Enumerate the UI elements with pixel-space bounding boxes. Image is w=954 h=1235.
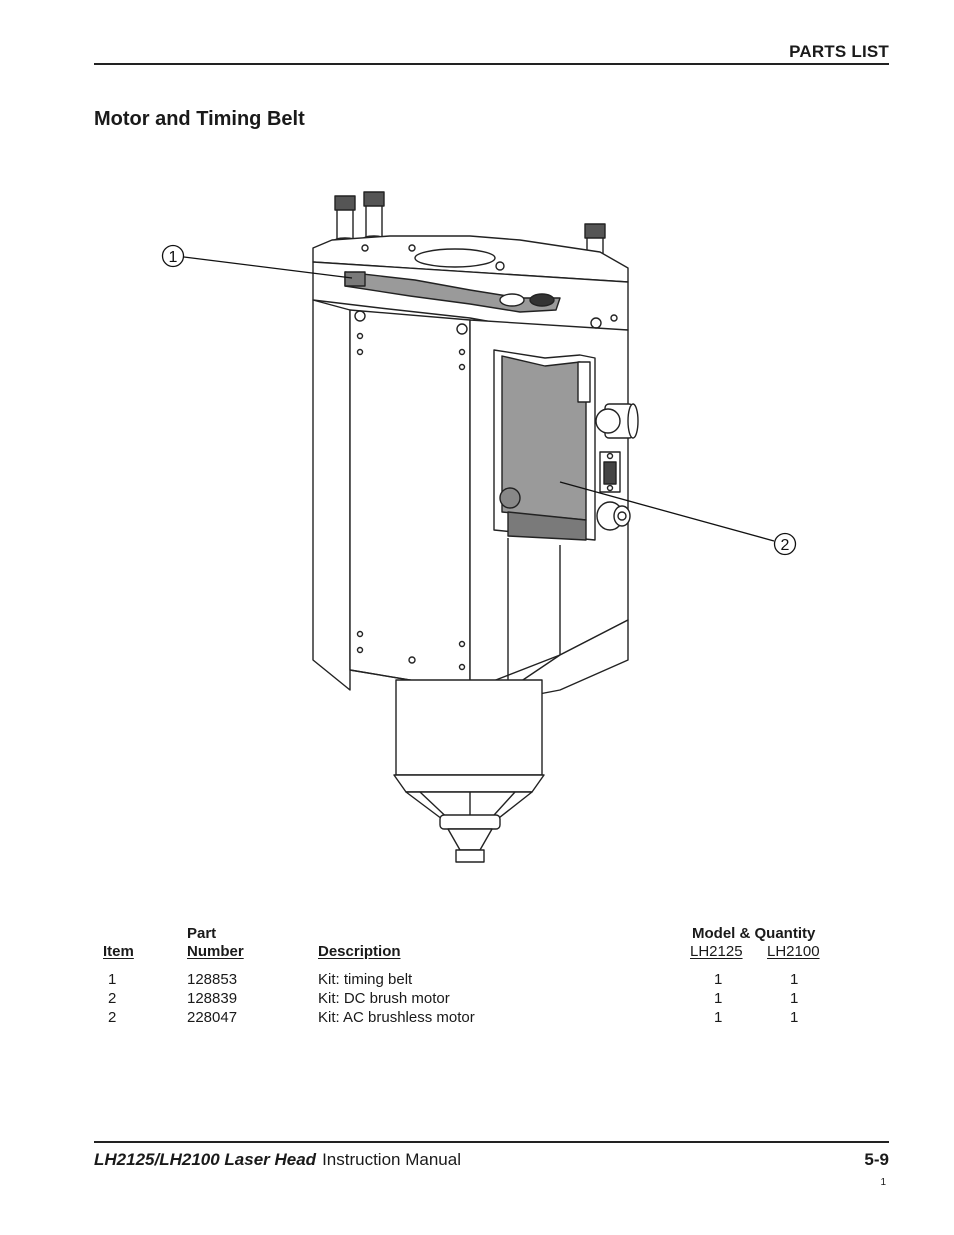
header-part-number: Number [187, 943, 244, 960]
parts-table: Part Model & Quantity Item Number Descri… [0, 924, 954, 1034]
row-part-number: 128853 [187, 971, 238, 988]
side-fitting-large [595, 403, 639, 439]
row-part-number: 228047 [187, 1009, 238, 1026]
footer-manual: Instruction Manual [322, 1150, 461, 1169]
front-panel-holes [354, 310, 468, 671]
page-number: 5-9 [864, 1150, 889, 1169]
row-qty-lh2100: 1 [790, 1009, 799, 1026]
callout-2-leader [559, 481, 775, 542]
header-rule [94, 63, 889, 65]
header-description: Description [318, 943, 401, 960]
main-body-front [349, 309, 471, 691]
laser-head-illustration: 1 2 [161, 191, 797, 863]
nozzle-assembly [393, 679, 545, 863]
row-qty-lh2100: 1 [790, 971, 799, 988]
svg-text:2: 2 [781, 537, 790, 554]
row-part-number: 128839 [187, 990, 238, 1007]
header-section-label: PARTS LIST [789, 42, 889, 61]
sheet-number: 1 [880, 1177, 886, 1188]
db9-connector [599, 451, 621, 493]
page-title: Motor and Timing Belt [94, 108, 305, 130]
timing-belt [344, 271, 561, 313]
motor [499, 355, 591, 541]
row-description: Kit: DC brush motor [318, 990, 450, 1007]
footer-rule [94, 1141, 889, 1143]
main-body-left [312, 299, 351, 691]
svg-text:1: 1 [169, 249, 178, 266]
footer-model: LH2125/LH2100 Laser Head [94, 1150, 317, 1169]
header-model-lh2125: LH2125 [690, 943, 743, 960]
row-item: 1 [108, 971, 117, 988]
top-bore [414, 248, 496, 268]
callout-2: 2 [773, 532, 797, 556]
row-description: Kit: timing belt [318, 971, 413, 988]
row-qty-lh2100: 1 [790, 990, 799, 1007]
callout-1: 1 [161, 244, 185, 268]
callout-1-leader [183, 256, 353, 279]
header-item: Item [103, 943, 134, 960]
side-fitting-small [596, 501, 631, 531]
header-part-line1: Part [187, 925, 217, 942]
footer-manual-title: LH2125/LH2100 Laser Head Instruction Manu… [94, 1150, 461, 1170]
row-item: 2 [108, 1009, 117, 1026]
row-description: Kit: AC brushless motor [318, 1009, 475, 1026]
row-qty-lh2125: 1 [714, 1009, 723, 1026]
row-qty-lh2125: 1 [714, 971, 723, 988]
row-qty-lh2125: 1 [714, 990, 723, 1007]
row-item: 2 [108, 990, 117, 1007]
header-model-quantity: Model & Quantity [692, 925, 816, 942]
header-model-lh2100: LH2100 [767, 943, 820, 960]
